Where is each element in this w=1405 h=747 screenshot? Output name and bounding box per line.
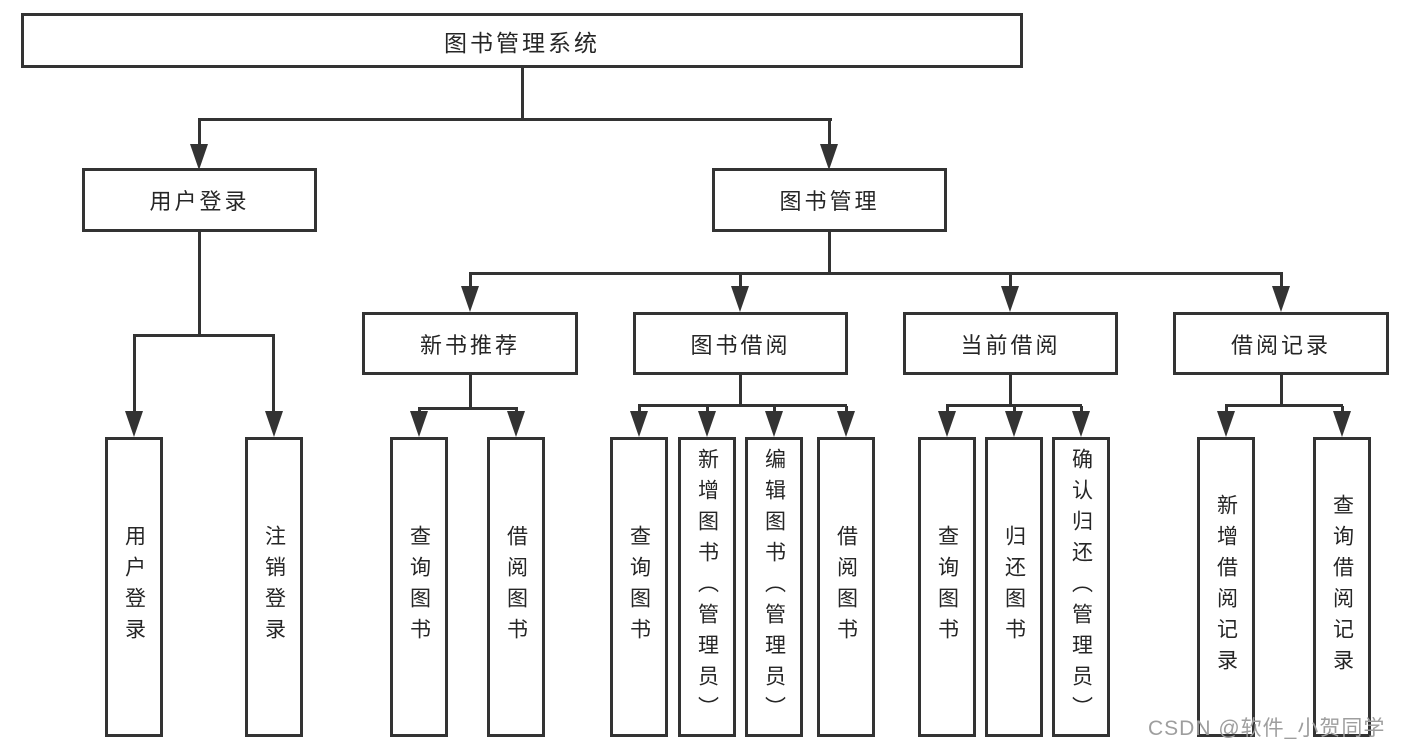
connector-line (469, 375, 472, 410)
node-bb-add-books: 新增图书（管理员） (678, 437, 736, 737)
connector-line (946, 404, 1082, 407)
node-cb-return-books-label: 归还图书 (1002, 525, 1026, 649)
arrowhead (731, 286, 749, 312)
arrowhead (630, 411, 648, 437)
connector-line (706, 406, 709, 414)
connector-line (1280, 375, 1283, 407)
node-bb-edit-books-label: 编辑图书（管理员） (762, 447, 786, 727)
connector-line (418, 407, 518, 410)
node-leaf-logout: 注销登录 (245, 437, 303, 737)
node-borrowing-records-label: 借阅记录 (1230, 332, 1331, 358)
connector-line (1009, 274, 1012, 288)
connector-line (521, 68, 524, 120)
node-book-borrowing: 图书借阅 (633, 312, 848, 375)
arrowhead (507, 411, 525, 437)
arrowhead (1272, 286, 1290, 312)
node-user-login: 用户登录 (82, 168, 317, 232)
arrowhead (1001, 286, 1019, 312)
csdn-watermark: CSDN @软件_小贺同学 (1148, 717, 1386, 740)
arrowhead (938, 411, 956, 437)
arrowhead (698, 411, 716, 437)
connector-line (133, 334, 275, 337)
node-rec-borrow-books: 借阅图书 (487, 437, 545, 737)
arrowhead (1333, 411, 1351, 437)
node-root: 图书管理系统 (21, 13, 1023, 68)
node-br-query-record: 查询借阅记录 (1313, 437, 1371, 737)
connector-line (828, 120, 831, 148)
connector-line (828, 232, 831, 274)
connector-line (1341, 406, 1344, 414)
arrowhead (1005, 411, 1023, 437)
connector-line (1225, 404, 1343, 407)
arrowhead (461, 286, 479, 312)
node-root-label: 图书管理系统 (444, 29, 600, 56)
node-rec-borrow-books-label: 借阅图书 (504, 525, 528, 649)
connector-line (1080, 406, 1083, 414)
connector-line (739, 375, 742, 407)
connector-line (198, 118, 832, 121)
node-cb-query-books-label: 查询图书 (935, 525, 959, 649)
arrowhead (1217, 411, 1235, 437)
connector-line (469, 274, 472, 288)
node-book-borrowing-label: 图书借阅 (690, 332, 791, 358)
node-cb-confirm-return: 确认归还（管理员） (1052, 437, 1110, 737)
node-leaf-logout-label: 注销登录 (262, 525, 286, 649)
connector-line (272, 336, 275, 413)
node-new-book-recommend-label: 新书推荐 (419, 332, 520, 358)
node-new-book-recommend: 新书推荐 (362, 312, 578, 375)
connector-line (198, 232, 201, 337)
connector-line (133, 336, 136, 413)
connector-line (1280, 274, 1283, 288)
arrowhead (265, 411, 283, 437)
node-book-management: 图书管理 (712, 168, 947, 232)
node-current-borrowing-label: 当前借阅 (960, 332, 1061, 358)
node-cb-return-books: 归还图书 (985, 437, 1043, 737)
arrowhead (410, 411, 428, 437)
node-leaf-user-login-label: 用户登录 (122, 525, 146, 649)
connector-line (1013, 406, 1016, 414)
arrowhead (190, 144, 208, 170)
node-bb-borrow-books-label: 借阅图书 (834, 525, 858, 649)
node-bb-borrow-books: 借阅图书 (817, 437, 875, 737)
node-bb-edit-books: 编辑图书（管理员） (745, 437, 803, 737)
node-bb-query-books-label: 查询图书 (627, 525, 651, 649)
arrowhead (765, 411, 783, 437)
connector-line (638, 404, 847, 407)
node-br-add-record-label: 新增借阅记录 (1214, 494, 1238, 680)
node-borrowing-records: 借阅记录 (1173, 312, 1389, 375)
node-user-login-label: 用户登录 (149, 189, 250, 214)
arrowhead (837, 411, 855, 437)
connector-line (845, 406, 848, 414)
arrowhead (125, 411, 143, 437)
arrowhead (820, 144, 838, 170)
node-book-management-label: 图书管理 (779, 189, 880, 214)
node-bb-query-books: 查询图书 (610, 437, 668, 737)
node-cb-confirm-return-label: 确认归还（管理员） (1069, 447, 1093, 727)
connector-line (1225, 406, 1228, 414)
connector-line (198, 120, 201, 148)
connector-line (739, 274, 742, 288)
connector-line (946, 406, 949, 414)
arrowhead (1072, 411, 1090, 437)
node-br-query-record-label: 查询借阅记录 (1330, 494, 1354, 680)
node-rec-query-books: 查询图书 (390, 437, 448, 737)
connector-line (469, 272, 1283, 275)
node-bb-add-books-label: 新增图书（管理员） (695, 447, 719, 727)
node-current-borrowing: 当前借阅 (903, 312, 1118, 375)
node-cb-query-books: 查询图书 (918, 437, 976, 737)
node-rec-query-books-label: 查询图书 (407, 525, 431, 649)
node-leaf-user-login: 用户登录 (105, 437, 163, 737)
connector-line (1009, 375, 1012, 407)
connector-line (773, 406, 776, 414)
node-br-add-record: 新增借阅记录 (1197, 437, 1255, 737)
connector-line (638, 406, 641, 414)
